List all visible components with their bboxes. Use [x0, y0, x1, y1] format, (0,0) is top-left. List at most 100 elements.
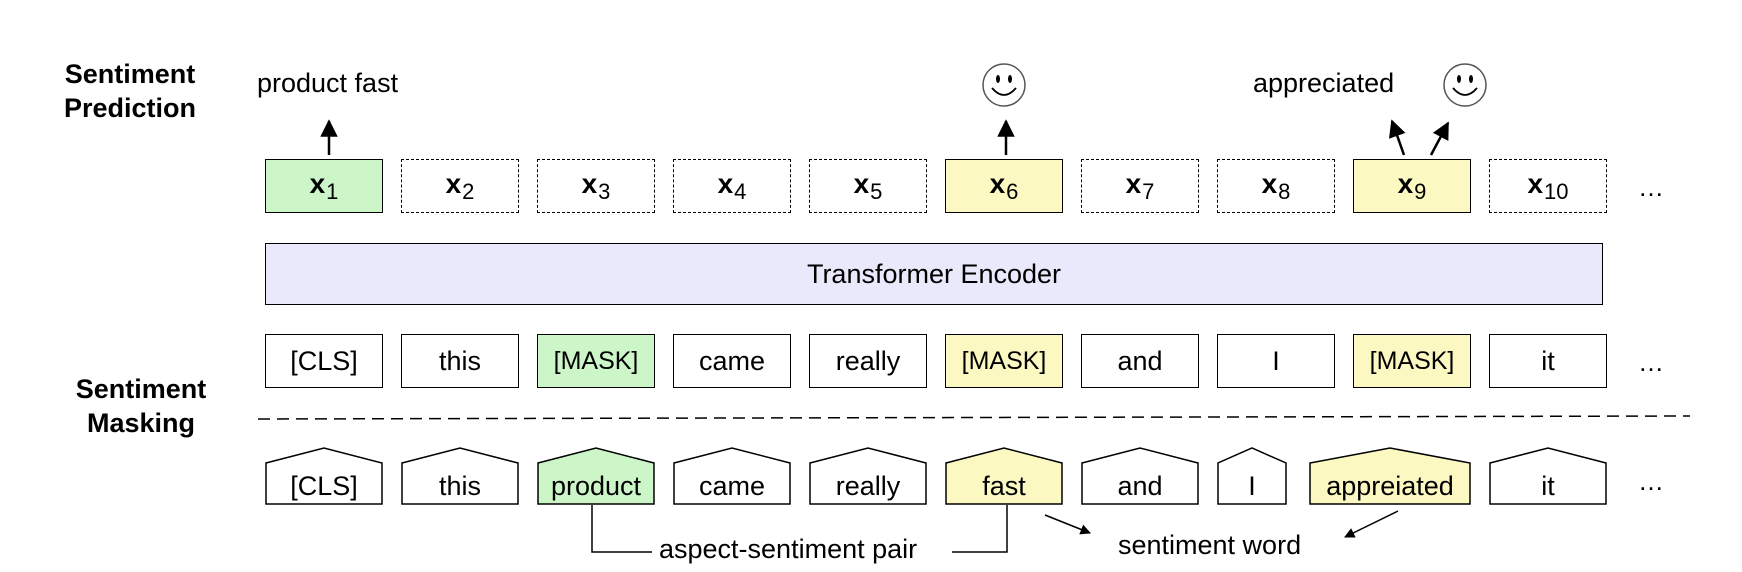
output-ellipsis: …: [1638, 172, 1664, 202]
output-x1-text: x1: [310, 168, 339, 205]
masked-token: [CLS]: [265, 334, 383, 388]
token-shape: [809, 447, 927, 505]
output-x7-text: x7: [1126, 168, 1155, 205]
output-x3-text: x3: [582, 168, 611, 205]
original-token: this: [401, 447, 519, 505]
token-text: I: [1248, 470, 1256, 501]
token-text: appreiated: [1326, 470, 1454, 501]
sub: 4: [734, 178, 747, 204]
prediction-text-x1: product fast: [257, 68, 399, 98]
token-shape: [1309, 447, 1471, 505]
output-x8-text: x8: [1262, 168, 1291, 205]
output-x4-text: x4: [718, 168, 747, 205]
token-shape: [265, 447, 383, 505]
masked-token: [MASK]: [537, 334, 655, 388]
masked-token: [MASK]: [1353, 334, 1471, 388]
output-x6-text: x6: [990, 168, 1019, 205]
output-x1: x1: [265, 159, 383, 213]
sentiment-word-label: sentiment word: [1118, 530, 1302, 560]
token-text: this: [438, 470, 482, 501]
token-shape: [537, 447, 655, 505]
sentiment-prediction-label: Sentiment Prediction: [55, 57, 205, 125]
token-text: product: [550, 470, 642, 501]
token-text: fast: [982, 470, 1026, 501]
sub: 6: [1006, 178, 1019, 204]
token-shape: [1081, 447, 1199, 505]
sub: 7: [1142, 178, 1155, 204]
sub: 1: [326, 178, 339, 204]
sentiment-arrow-left: [1044, 514, 1091, 535]
original-token: appreiated: [1309, 447, 1471, 505]
var: x: [1125, 167, 1142, 199]
token-shape: [1489, 447, 1607, 505]
masked-token: and: [1081, 334, 1199, 388]
output-x10-text: x10: [1527, 168, 1568, 205]
original-token: came: [673, 447, 791, 505]
var: x: [717, 167, 734, 199]
var: x: [309, 167, 326, 199]
token-shape: [945, 447, 1063, 505]
sub: 10: [1544, 178, 1569, 204]
var: x: [1527, 167, 1544, 199]
pair-bracket-right: [952, 505, 1008, 553]
original-token: I: [1217, 447, 1287, 505]
separator-line: [257, 415, 1691, 420]
original-token: and: [1081, 447, 1199, 505]
sub: 5: [870, 178, 883, 204]
aspect-sentiment-pair-label: aspect-sentiment pair: [656, 534, 921, 565]
original-token: fast: [945, 447, 1063, 505]
output-x4: x4: [673, 159, 791, 213]
token-shape: [401, 447, 519, 505]
masked-ellipsis: …: [1638, 347, 1664, 377]
var: x: [581, 167, 598, 199]
output-x6: x6: [945, 159, 1063, 213]
output-x10: x10: [1489, 159, 1607, 213]
side-label-line: Sentiment: [64, 59, 196, 89]
side-label-line: Sentiment: [75, 374, 207, 404]
original-ellipsis: …: [1638, 466, 1664, 496]
output-x5: x5: [809, 159, 927, 213]
smiley-icon: [1443, 63, 1487, 107]
masked-token: really: [809, 334, 927, 388]
masked-token: this: [401, 334, 519, 388]
pair-bracket-left: [591, 505, 652, 553]
output-x8: x8: [1217, 159, 1335, 213]
sub: 2: [462, 178, 475, 204]
token-text: it: [1541, 470, 1555, 501]
token-text: and: [1117, 470, 1163, 501]
output-x9: x9: [1353, 159, 1471, 213]
output-x7: x7: [1081, 159, 1199, 213]
smiley-icon: [982, 63, 1026, 107]
original-token: product: [537, 447, 655, 505]
sub: 8: [1278, 178, 1291, 204]
sentiment-arrow-right: [1344, 510, 1399, 538]
side-label-line: Prediction: [63, 93, 197, 123]
arrow-x9-left: [1388, 119, 1406, 156]
token-shape: [1217, 447, 1287, 505]
var: x: [1397, 167, 1414, 199]
var: x: [989, 167, 1006, 199]
output-x2: x2: [401, 159, 519, 213]
original-token: [CLS]: [265, 447, 383, 505]
output-x2-text: x2: [446, 168, 475, 205]
token-text: [CLS]: [290, 470, 358, 501]
transformer-encoder: Transformer Encoder: [265, 243, 1603, 305]
token-shape: [673, 447, 791, 505]
var: x: [445, 167, 462, 199]
sentiment-masking-label: Sentiment Masking: [62, 372, 220, 440]
sub: 9: [1414, 178, 1427, 204]
var: x: [853, 167, 870, 199]
token-text: came: [698, 470, 766, 501]
side-label-line: Masking: [86, 408, 196, 438]
output-x5-text: x5: [854, 168, 883, 205]
token-text: really: [835, 470, 901, 501]
masked-token: it: [1489, 334, 1607, 388]
prediction-text-x9: appreciated: [1253, 68, 1395, 98]
original-token: it: [1489, 447, 1607, 505]
original-token: really: [809, 447, 927, 505]
output-x3: x3: [537, 159, 655, 213]
output-x9-text: x9: [1398, 168, 1427, 205]
var: x: [1261, 167, 1278, 199]
masked-token: I: [1217, 334, 1335, 388]
